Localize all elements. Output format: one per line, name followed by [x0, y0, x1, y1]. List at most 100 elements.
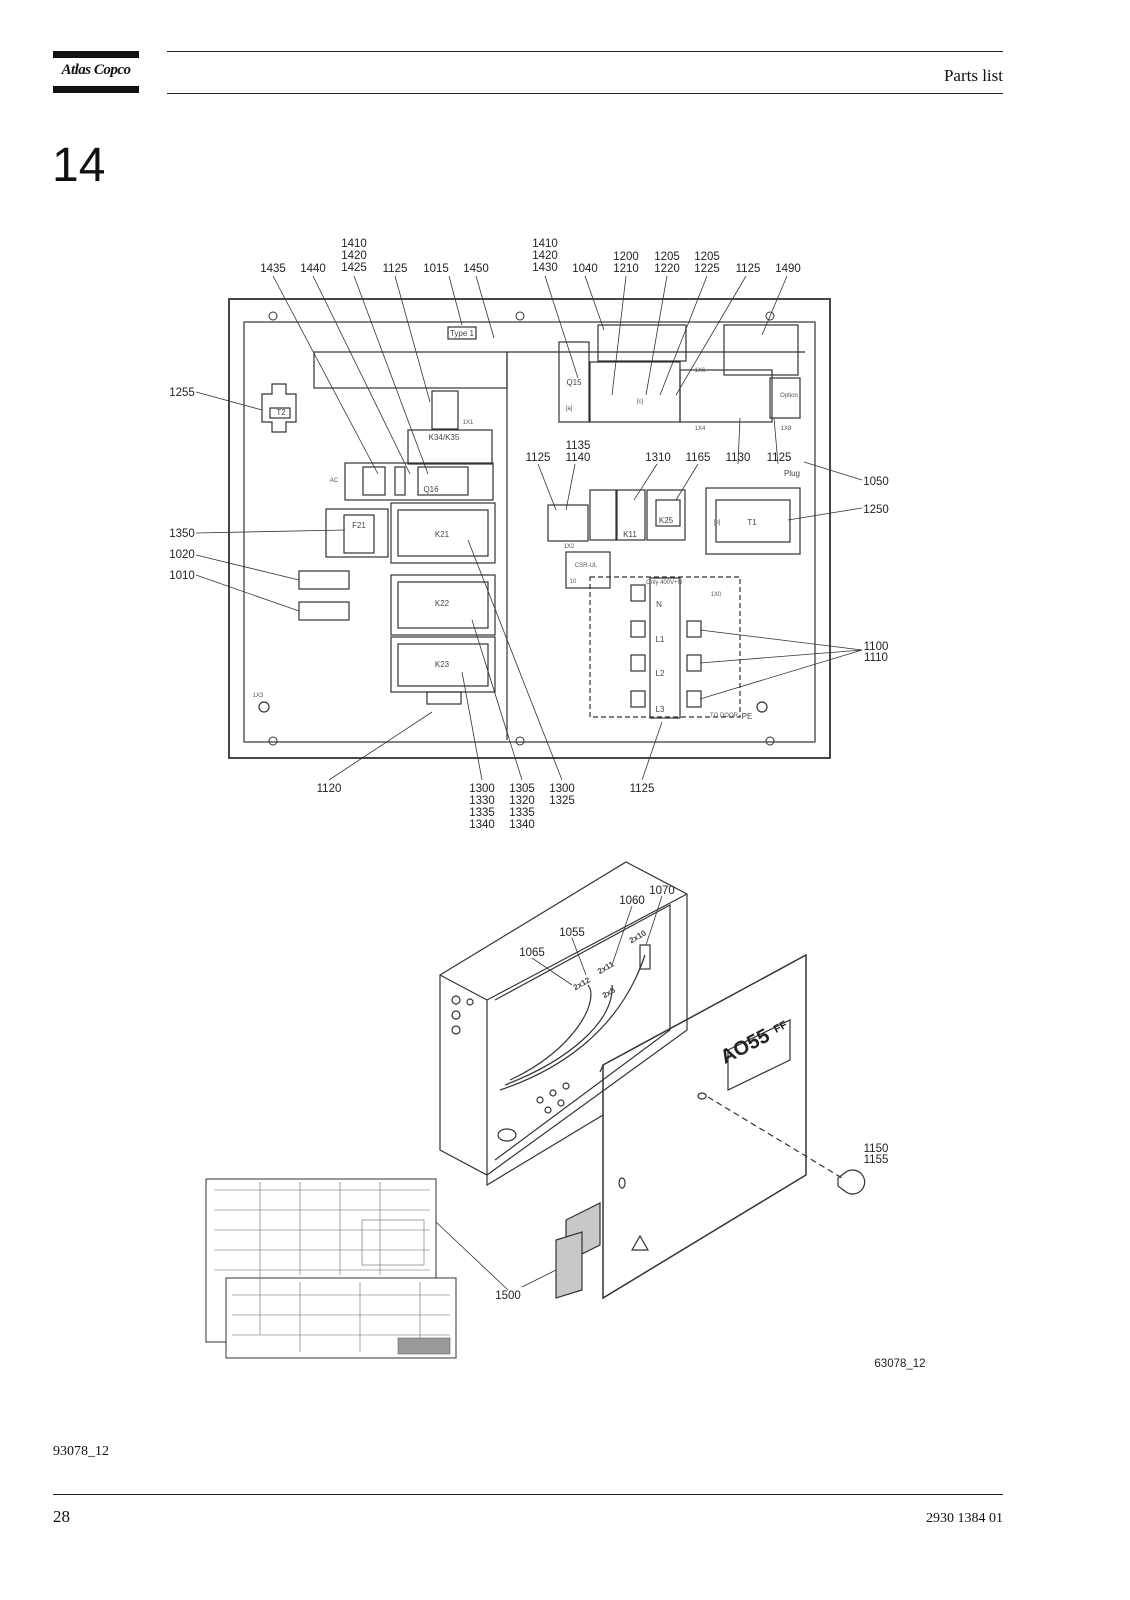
model-suffix: FF — [772, 1019, 790, 1036]
callout-1425: 1425 — [341, 262, 367, 274]
callout-1135: 1135 — [566, 440, 591, 452]
callout-1060: 1060 — [619, 895, 645, 907]
callout-1205: 1205 — [654, 251, 680, 263]
callout-1110: 1110 — [864, 652, 888, 664]
svg-text:2x10: 2x10 — [628, 928, 648, 945]
callout-1130: 1130 — [726, 452, 751, 464]
callout-1410: 1410 — [341, 238, 367, 250]
callout-1125: 1125 — [526, 452, 551, 464]
callout-1070: 1070 — [649, 885, 675, 897]
callout-1205: 1205 — [694, 251, 720, 263]
callout-1120: 1120 — [317, 783, 342, 795]
svg-text:2x8: 2x8 — [601, 985, 618, 1000]
callout-1055: 1055 — [559, 927, 585, 939]
panel-component-labels: Type 1 T2 Q15 Q16 K34/K35 F21 K21 K22 K2… — [253, 329, 800, 721]
enclosure-callouts: 1070 1060 1055 1065 1150 1155 1500 63078… — [495, 885, 925, 1370]
callout-1325: 1325 — [549, 795, 575, 807]
svg-text:K34/K35: K34/K35 — [429, 433, 460, 442]
svg-text:K25: K25 — [659, 516, 674, 525]
callout-1125: 1125 — [383, 263, 408, 275]
callout-1050: 1050 — [863, 476, 889, 488]
callout-1430: 1430 — [532, 262, 558, 274]
svg-text:1X6: 1X6 — [695, 368, 706, 374]
callout-1250: 1250 — [863, 504, 889, 516]
section-number: 14 — [52, 139, 106, 192]
svg-text:1X2: 1X2 — [564, 544, 575, 550]
svg-text:1X1: 1X1 — [463, 420, 474, 426]
callout-1350: 1350 — [169, 528, 195, 540]
callout-1335: 1335 — [509, 807, 535, 819]
callout-1410: 1410 — [532, 238, 558, 250]
svg-text:F21: F21 — [352, 521, 366, 530]
header-rule-bottom — [167, 93, 1003, 94]
callout-1100: 1100 — [864, 641, 889, 653]
page-number: 28 — [53, 1507, 70, 1526]
svg-text:TO DOOR: TO DOOR — [710, 713, 739, 719]
model-label: AO55 — [717, 1025, 773, 1069]
callout-1140: 1140 — [566, 452, 591, 464]
panel-leader-lines — [195, 275, 863, 781]
svg-text:1X8: 1X8 — [781, 426, 792, 432]
svg-text:T1: T1 — [747, 518, 757, 527]
callout-1225: 1225 — [694, 263, 720, 275]
atlas-copco-logo: Atlas Copco — [53, 51, 139, 93]
callout-1020: 1020 — [169, 549, 195, 561]
figure-reference-code: 93078_12 — [53, 1444, 109, 1459]
callout-1340: 1340 — [469, 819, 495, 831]
callout-1500: 1500 — [495, 1290, 521, 1302]
svg-text:K21: K21 — [435, 530, 450, 539]
svg-text:[c]: [c] — [637, 399, 644, 405]
callout-1340: 1340 — [509, 819, 535, 831]
callout-1435: 1435 — [260, 263, 286, 275]
panel-drawing — [228, 298, 831, 759]
callout-1125: 1125 — [630, 783, 655, 795]
svg-text:Option: Option — [780, 393, 798, 399]
callout-1320: 1320 — [509, 795, 535, 807]
svg-text:Only 400V+N: Only 400V+N — [646, 580, 682, 586]
svg-text:K11: K11 — [623, 530, 637, 539]
callout-1490: 1490 — [775, 263, 801, 275]
figure-code: 63078_12 — [874, 1358, 925, 1370]
callout-1210: 1210 — [613, 263, 639, 275]
callout-1125: 1125 — [767, 452, 792, 464]
callout-1420: 1420 — [341, 250, 367, 262]
callout-1310: 1310 — [645, 452, 671, 464]
svg-text:Q15: Q15 — [566, 378, 582, 387]
callout-1155: 1155 — [864, 1154, 889, 1166]
callout-1450: 1450 — [463, 263, 489, 275]
callout-1330: 1330 — [469, 795, 495, 807]
svg-text:L3: L3 — [656, 705, 665, 714]
svg-text:[a]: [a] — [566, 406, 573, 412]
enclosure-drawing — [205, 861, 866, 1359]
svg-text:L1: L1 — [656, 635, 665, 644]
callout-1300: 1300 — [469, 783, 495, 795]
svg-text:2x12: 2x12 — [572, 975, 592, 992]
svg-text:[b]: [b] — [714, 520, 721, 526]
callout-1440: 1440 — [300, 263, 326, 275]
callout-1305: 1305 — [509, 783, 535, 795]
callout-1335: 1335 — [469, 807, 495, 819]
footer-rule — [53, 1494, 1003, 1495]
svg-text:Plug: Plug — [784, 469, 800, 478]
panel-callouts: 1435 1440 1410 1420 1425 1125 1015 1450 … — [169, 238, 889, 831]
svg-text:Q16: Q16 — [423, 485, 439, 494]
callout-1040: 1040 — [572, 263, 598, 275]
callout-1125: 1125 — [736, 263, 761, 275]
callout-1255: 1255 — [169, 387, 195, 399]
svg-text:10: 10 — [570, 579, 577, 585]
callout-1015: 1015 — [423, 263, 449, 275]
callout-1065: 1065 — [519, 947, 545, 959]
document-number: 2930 1384 01 — [926, 1511, 1003, 1526]
type-label: Type 1 — [450, 329, 475, 338]
callout-1300: 1300 — [549, 783, 575, 795]
svg-text:AC: AC — [330, 478, 339, 484]
callout-1165: 1165 — [686, 452, 711, 464]
svg-text:PE: PE — [742, 712, 753, 721]
enclosure-leader-lines — [435, 895, 663, 1291]
svg-text:N: N — [656, 600, 662, 609]
callout-1220: 1220 — [654, 263, 680, 275]
svg-text:1X3: 1X3 — [253, 693, 264, 699]
callout-1150: 1150 — [864, 1143, 889, 1155]
svg-text:T2: T2 — [276, 408, 286, 417]
